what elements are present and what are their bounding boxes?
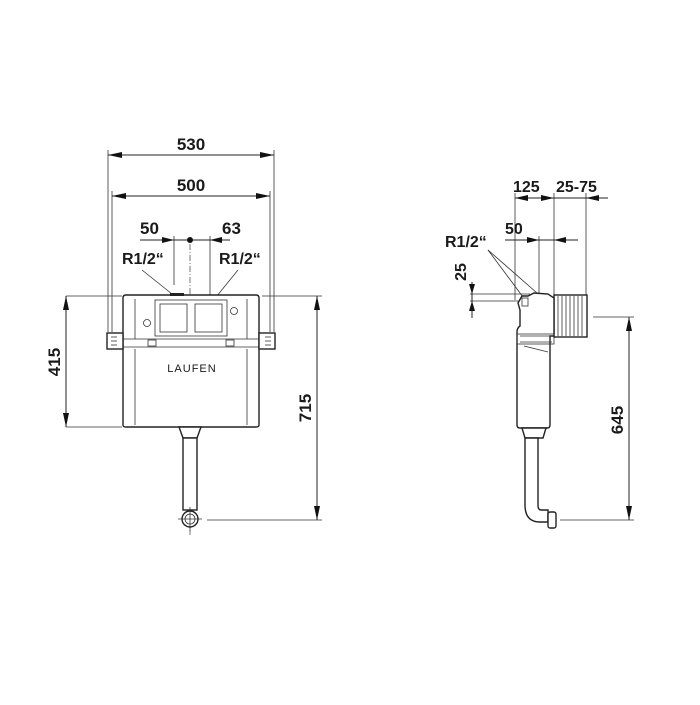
dimension-depth: 125 25-75 bbox=[513, 179, 608, 201]
cistern-side bbox=[516, 292, 588, 529]
label-overall-width: 530 bbox=[177, 135, 205, 154]
dimension-connection-offsets: 50 63 bbox=[140, 219, 241, 302]
dimension-connection-offset: 50 bbox=[505, 221, 578, 243]
dimension-overall-height: 715 bbox=[296, 296, 320, 520]
label-overall-height: 715 bbox=[296, 394, 315, 422]
mounting-bracket-right bbox=[258, 332, 276, 350]
dimension-bracket-width: 500 bbox=[112, 176, 270, 199]
label-connection-offset: 50 bbox=[505, 221, 523, 238]
front-view: 530 500 50 63 R1/2“ R1/2“ bbox=[45, 135, 322, 535]
cistern-tank: LAUFEN bbox=[122, 293, 260, 428]
brand-logo: LAUFEN bbox=[167, 363, 216, 375]
side-view: 125 25-75 50 R1/2“ 25 bbox=[445, 179, 634, 529]
label-side-height: 645 bbox=[608, 406, 627, 434]
label-left-connection: R1/2“ bbox=[122, 251, 164, 268]
dimension-side-height: 645 bbox=[608, 317, 632, 520]
label-depth: 125 bbox=[513, 179, 540, 196]
dimension-connection-height: 25 bbox=[453, 263, 530, 318]
label-right-connection: R1/2“ bbox=[219, 251, 261, 268]
label-left-offset: 50 bbox=[140, 219, 159, 238]
label-connection-height: 25 bbox=[453, 263, 470, 281]
label-adjustment-range: 25-75 bbox=[556, 179, 597, 196]
dimension-tank-height: 415 bbox=[45, 296, 69, 427]
label-side-connection: R1/2“ bbox=[445, 234, 487, 251]
label-tank-height: 415 bbox=[45, 348, 64, 376]
flush-pipe bbox=[178, 426, 202, 531]
mounting-bracket-left bbox=[106, 332, 124, 350]
label-right-offset: 63 bbox=[222, 219, 241, 238]
label-bracket-width: 500 bbox=[177, 176, 205, 195]
dimension-overall-width: 530 bbox=[108, 135, 274, 158]
